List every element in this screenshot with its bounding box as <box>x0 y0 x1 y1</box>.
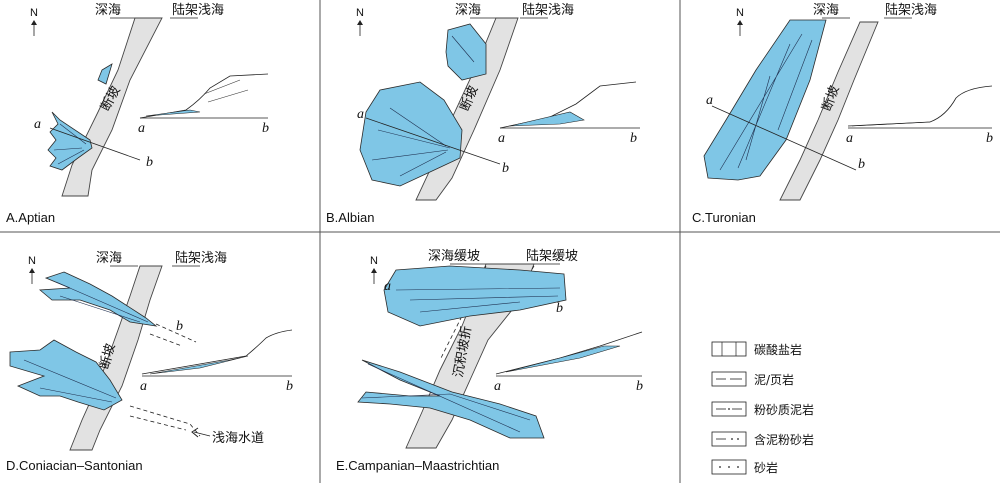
shelf-sea-label: 陆架浅海 <box>885 2 937 18</box>
cross-section-a-b: a b <box>140 329 293 394</box>
shallow-channel-label: 浅海水道 <box>212 431 264 446</box>
submarine-fan <box>47 63 113 171</box>
submarine-fan-north <box>445 23 487 81</box>
north-arrow: N <box>736 7 744 36</box>
svg-text:a: a <box>140 379 147 394</box>
legend: 碳酸盐岩 泥/页岩 粉砂质泥岩 含泥粉砂岩 <box>711 341 814 475</box>
panel-c-title: C.Turonian <box>692 210 756 225</box>
svg-text:a: a <box>498 131 505 146</box>
svg-text:b: b <box>986 131 993 146</box>
shelf-ramp-label: 陆架缓坡 <box>526 248 578 264</box>
panel-d: N 深海 陆架浅海 断坡 b 浅海水道 a b D.Coniacian–Sant… <box>6 250 293 473</box>
panel-b-title: B.Albian <box>326 210 374 225</box>
svg-text:b: b <box>630 131 637 146</box>
svg-text:N: N <box>356 7 364 19</box>
point-a: a <box>34 117 41 132</box>
north-arrow: N <box>370 255 378 284</box>
panel-e-title: E.Campanian–Maastrichtian <box>336 458 499 473</box>
legend-item-mudstone: 泥/页岩 <box>711 371 794 387</box>
panel-c: N 深海 陆架浅海 断坡 a b a b C.Turonian <box>692 2 993 225</box>
point-b: b <box>502 161 509 176</box>
panel-d-title: D.Coniacian–Santonian <box>6 458 143 473</box>
panel-e: N 深海缓坡 陆架缓坡 沉积坡折 a b a b E.Campanian–Maa… <box>336 248 643 473</box>
deep-sea-label: 深海 <box>813 3 839 18</box>
slope-belt <box>779 21 879 201</box>
svg-text:a: a <box>846 131 853 146</box>
svg-text:b: b <box>636 379 643 394</box>
deep-sea-label: 深海 <box>96 251 122 266</box>
muddy-siltstone-swatch-icon <box>711 431 747 447</box>
point-b: b <box>556 301 563 316</box>
deep-sea-label: 深海 <box>455 3 481 18</box>
panel-a-title: A.Aptian <box>6 210 55 225</box>
svg-text:b: b <box>286 379 293 394</box>
north-arrow: N <box>30 7 38 36</box>
legend-label: 含泥粉砂岩 <box>754 432 814 447</box>
cross-section-a-b: a b <box>138 73 269 136</box>
submarine-fan-south <box>9 339 123 411</box>
legend-label: 碳酸盐岩 <box>754 342 802 357</box>
channel-fan-south <box>357 359 545 439</box>
shelf-sea-label: 陆架浅海 <box>175 250 227 266</box>
legend-item-silty-mudstone: 粉砂质泥岩 <box>711 401 814 417</box>
legend-item-sandstone: 砂岩 <box>711 459 778 475</box>
svg-text:N: N <box>30 7 38 19</box>
channel-arrow <box>191 427 211 438</box>
legend-item-muddy-siltstone: 含泥粉砂岩 <box>711 431 814 447</box>
mudstone-swatch-icon <box>711 371 747 387</box>
shelf-sea-label: 陆架浅海 <box>172 2 224 18</box>
svg-text:N: N <box>28 255 36 267</box>
north-arrow: N <box>28 255 36 284</box>
svg-text:a: a <box>494 379 501 394</box>
point-a: a <box>384 279 391 294</box>
svg-text:N: N <box>736 7 744 19</box>
north-arrow: N <box>356 7 364 36</box>
point-a: a <box>357 107 364 122</box>
fault-slope-label: 断坡 <box>97 342 118 371</box>
svg-text:a: a <box>138 121 145 136</box>
deep-ramp-label: 深海缓坡 <box>428 249 480 264</box>
cross-section-a-b: a b <box>846 85 993 146</box>
svg-text:N: N <box>370 255 378 267</box>
panel-a: N 深海 陆架浅海 断坡 a b a b A.Aptian <box>6 2 269 225</box>
panel-b: N 深海 陆架浅海 断坡 a b a b B.Albian <box>326 2 640 225</box>
deep-sea-label: 深海 <box>95 3 121 18</box>
carbonate-swatch-icon <box>711 341 747 357</box>
submarine-fan-main <box>359 81 463 187</box>
legend-label: 泥/页岩 <box>754 372 794 387</box>
point-b: b <box>858 157 865 172</box>
legend-label: 砂岩 <box>754 460 778 475</box>
legend-label: 粉砂质泥岩 <box>754 402 814 417</box>
legend-item-carbonate: 碳酸盐岩 <box>711 341 802 357</box>
cross-section-a-b: a b <box>494 331 643 394</box>
submarine-fan <box>703 19 827 181</box>
point-b: b <box>146 155 153 170</box>
cross-section-a-b: a b <box>498 81 640 146</box>
shelf-sea-label: 陆架浅海 <box>522 2 574 18</box>
point-a: a <box>706 93 713 108</box>
point-b-north: b <box>176 319 183 334</box>
svg-text:b: b <box>262 121 269 136</box>
